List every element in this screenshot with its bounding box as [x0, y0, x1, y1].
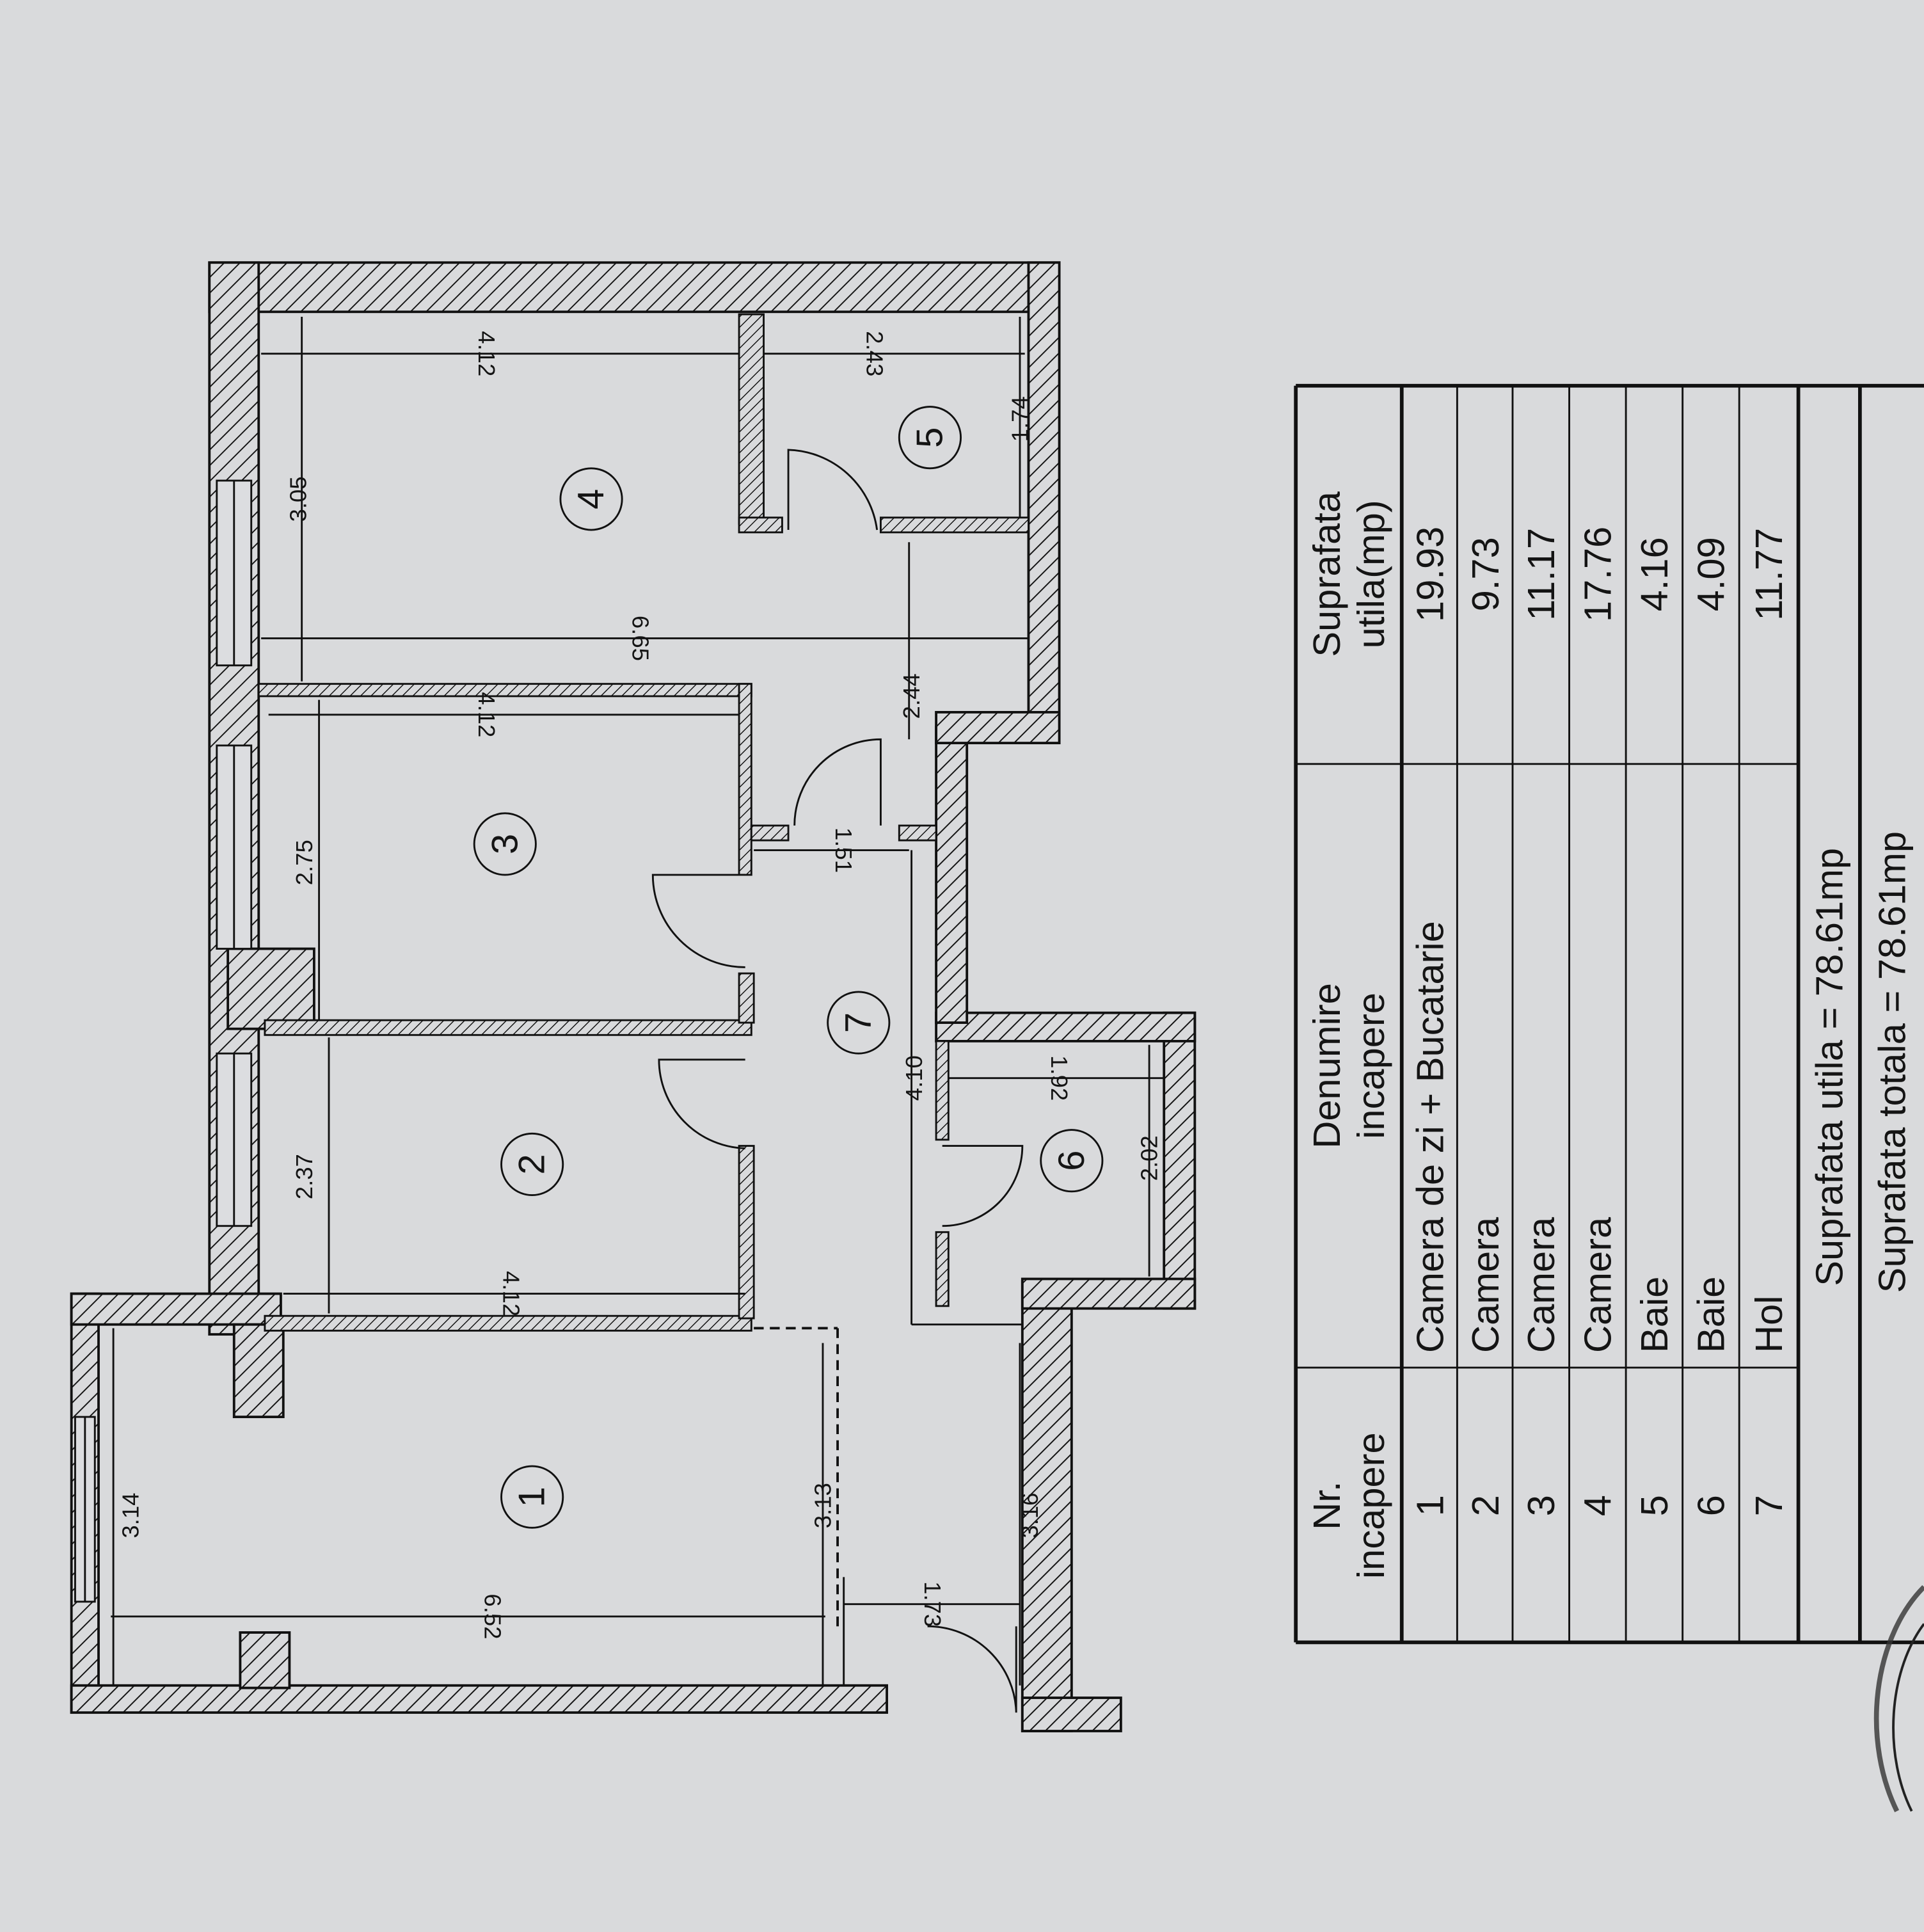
table-rows: 1 Camera de zi + Bucatarie 19.93 2 Camer…: [1409, 527, 1790, 1517]
stamp: [1873, 1585, 1924, 1812]
dim-label: 3.16: [1017, 1493, 1043, 1538]
table-row: 2 Camera 9.73: [1464, 537, 1507, 1516]
dim-label: 1.73: [919, 1581, 946, 1627]
dim-label: 4.12: [498, 1271, 524, 1316]
dim-label: 2.43: [861, 331, 887, 376]
row-area: 4.09: [1689, 537, 1732, 611]
header-name: incapere: [1349, 993, 1392, 1139]
svg-text:5: 5: [909, 427, 950, 448]
table-row: 6 Baie 4.09: [1689, 537, 1732, 1516]
dim-label: 2.75: [291, 840, 317, 885]
dim-label: 6.52: [480, 1593, 506, 1639]
row-area: 11.17: [1520, 528, 1562, 621]
dim-label: 4.10: [901, 1055, 927, 1101]
interior-partitions: [257, 313, 1030, 1627]
table-totals: Suprafata utila = 78.61mp Suprafata tota…: [1808, 831, 1913, 1293]
svg-text:2: 2: [512, 1154, 553, 1174]
row-area: 4.16: [1633, 537, 1676, 611]
dim-label: 6.65: [628, 616, 654, 661]
svg-text:4: 4: [571, 489, 612, 509]
room-marker-5: 5: [898, 406, 962, 470]
row-nr: 4: [1576, 1495, 1619, 1516]
header-nr: incapere: [1349, 1432, 1392, 1579]
dim-label: 3.05: [285, 476, 311, 522]
dim-label: 2.02: [1136, 1135, 1163, 1181]
dim-label: 1.51: [831, 827, 857, 873]
row-name: Camera: [1520, 1217, 1562, 1353]
row-name: Camera: [1464, 1217, 1507, 1353]
row-area: 17.76: [1576, 527, 1619, 622]
room-markers: 1 2 3 4 5 6 7: [473, 406, 1104, 1529]
row-name: Camera: [1576, 1217, 1619, 1353]
table-row: 7 Hol 11.77: [1747, 528, 1790, 1516]
row-area: 11.77: [1747, 528, 1790, 621]
dim-label: 2.44: [898, 673, 925, 719]
header-area: utila(mp): [1349, 500, 1392, 648]
table-header: Nr. incapere Denumire incapere Suprafata…: [1305, 491, 1392, 1579]
row-name: Baie: [1689, 1277, 1732, 1353]
area-table: Nr. incapere Denumire incapere Suprafata…: [1294, 383, 1924, 1645]
header-nr: Nr.: [1305, 1481, 1348, 1530]
room-marker-4: 4: [559, 467, 623, 531]
windows: [74, 479, 253, 1603]
row-area: 9.73: [1464, 537, 1507, 611]
dim-label: 1.74: [1006, 396, 1033, 442]
row-nr: 6: [1689, 1495, 1732, 1516]
total-useful-area: Suprafata utila = 78.61mp: [1808, 848, 1850, 1286]
dim-label: 1.92: [1046, 1055, 1072, 1101]
room-marker-6: 6: [1040, 1129, 1104, 1193]
row-nr: 2: [1464, 1495, 1507, 1516]
room-marker-2: 2: [500, 1132, 564, 1197]
svg-text:6: 6: [1051, 1151, 1092, 1171]
header-name: Denumire: [1305, 983, 1348, 1149]
row-name: Camera de zi + Bucatarie: [1409, 921, 1452, 1353]
svg-text:3: 3: [484, 834, 525, 854]
table-row: 1 Camera de zi + Bucatarie 19.93: [1409, 527, 1452, 1517]
floor-plan: 3.14 6.52 3.13 1.73 3.16 2.37 4.12 2.75 …: [70, 261, 1197, 1732]
table-row: 4 Camera 17.76: [1576, 527, 1619, 1517]
room-marker-7: 7: [827, 991, 891, 1055]
dim-label: 4.12: [473, 692, 500, 737]
dim-label: 4.12: [473, 331, 500, 376]
row-area: 19.93: [1409, 527, 1452, 622]
row-nr: 1: [1409, 1495, 1452, 1516]
total-area: Suprafata totala = 78.61mp: [1870, 831, 1913, 1293]
row-nr: 7: [1747, 1495, 1790, 1516]
svg-text:7: 7: [838, 1012, 879, 1033]
table-row: 5 Baie 4.16: [1633, 537, 1676, 1516]
room-marker-3: 3: [473, 812, 537, 876]
dimension-labels: 3.14 6.52 3.13 1.73 3.16 2.37 4.12 2.75 …: [118, 331, 1163, 1639]
row-name: Hol: [1747, 1295, 1790, 1353]
row-nr: 5: [1633, 1495, 1676, 1516]
header-area: Suprafata: [1305, 491, 1348, 657]
dimension-lines: [111, 316, 1165, 1686]
dim-label: 3.13: [809, 1483, 836, 1528]
doors: [651, 449, 1024, 1713]
room-marker-1: 1: [500, 1465, 564, 1529]
svg-text:1: 1: [512, 1487, 553, 1507]
row-name: Baie: [1633, 1277, 1676, 1353]
dim-label: 3.14: [118, 1493, 144, 1538]
dim-label: 2.37: [291, 1154, 317, 1199]
table-row: 3 Camera 11.17: [1520, 528, 1562, 1516]
row-nr: 3: [1520, 1495, 1562, 1516]
